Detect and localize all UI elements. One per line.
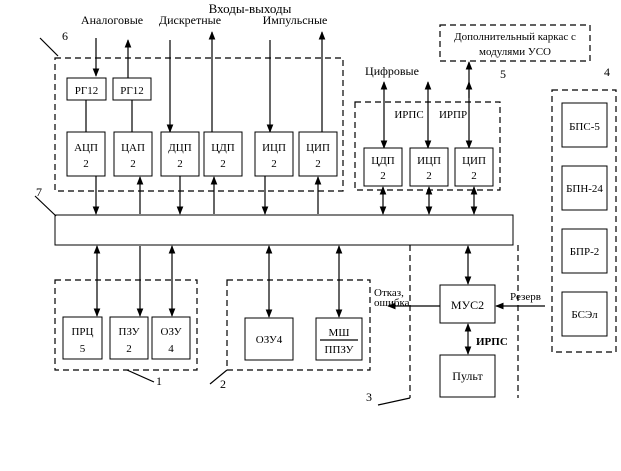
msh-label: МШ (329, 327, 350, 339)
dac-count: 2 (130, 158, 136, 170)
reserve-label: Резерв (510, 291, 541, 303)
group-6-leader (39, 37, 59, 57)
tsip-count-1: 2 (315, 158, 321, 170)
irps-bold-label: ИРПС (476, 336, 508, 348)
group-2-leader (209, 369, 228, 385)
pzu-label: ПЗУ (119, 326, 140, 338)
pult-label: Пульт (452, 369, 483, 383)
digital-label: Цифровые (365, 64, 419, 78)
ozu4-box-a (151, 316, 191, 360)
mus2-label: МУС2 (451, 298, 484, 312)
bpn-label: БПН-24 (566, 183, 603, 195)
tsdp-label-1: ЦДП (211, 142, 234, 154)
bpr-label: БПР-2 (570, 246, 600, 258)
itsp-count-2: 2 (426, 170, 432, 182)
group-2-frame (226, 279, 371, 371)
dtsp-label: ДЦП (168, 142, 191, 154)
group-4-frame (551, 89, 617, 353)
bsel-box (561, 291, 608, 337)
group-3-number: 3 (366, 390, 372, 404)
irps-top-label: ИРПС (394, 109, 423, 121)
itsp-count-1: 2 (271, 158, 277, 170)
mus2-box (439, 284, 496, 324)
group-1-number: 1 (156, 374, 162, 388)
tsip-count-2: 2 (471, 170, 477, 182)
group-3-leader (377, 397, 411, 406)
bps-label: БПС-5 (569, 121, 600, 133)
itsp-box-1 (254, 131, 294, 177)
itsp-box-2 (409, 147, 449, 187)
extra-frame-box (439, 24, 591, 62)
bpn-box (561, 165, 608, 211)
tsdp-box-2 (363, 147, 403, 187)
pzu-box (109, 316, 149, 360)
bps-box (561, 102, 608, 148)
group-2-number: 2 (220, 377, 226, 391)
pult-box (439, 354, 496, 398)
error-label: ошибка (374, 297, 410, 309)
group-7-number: 7 (36, 185, 42, 199)
bpr-box (561, 228, 608, 274)
fault-label: Отказ, (374, 287, 404, 299)
adc-box (66, 131, 106, 177)
tsip-label-2: ЦИП (462, 155, 486, 167)
ppzu-label: ППЗУ (325, 344, 354, 356)
pzu-count: 2 (126, 343, 132, 355)
prts-box (62, 316, 103, 360)
tsdp-count-1: 2 (220, 158, 226, 170)
io-title: Входы-выходы (209, 1, 292, 16)
ozu4-box-b (244, 317, 294, 361)
group-7-leader (34, 195, 57, 217)
dtsp-count: 2 (177, 158, 183, 170)
tsdp-label-2: ЦДП (371, 155, 394, 167)
dac-label: ЦАП (121, 142, 145, 154)
extra-frame-line1: Дополнительный каркас с (454, 31, 576, 43)
system-bus (54, 214, 514, 246)
prts-count: 5 (80, 343, 86, 355)
prts-label: ПРЦ (71, 326, 93, 338)
ozu-label-a: ОЗУ (161, 326, 182, 338)
adc-label: АЦП (74, 142, 98, 154)
pulse-label: Импульсные (263, 13, 328, 27)
group-1-leader (126, 369, 155, 383)
rg12-label-1: РГ12 (75, 85, 98, 97)
bsel-label: БСЭл (571, 309, 598, 321)
group-1-frame (54, 279, 198, 371)
adc-count: 2 (83, 158, 89, 170)
itsp-label-2: ИЦП (417, 155, 441, 167)
ozu4-label-b: ОЗУ4 (256, 334, 283, 346)
group-6-number: 6 (62, 29, 68, 43)
itsp-label-1: ИЦП (262, 142, 286, 154)
tsip-label-1: ЦИП (306, 142, 330, 154)
group-4-number: 4 (604, 65, 610, 79)
group-6-frame (54, 57, 344, 192)
tsdp-box-1 (203, 131, 243, 177)
irpr-label: ИРПР (439, 109, 467, 121)
rg12-label-2: РГ12 (120, 85, 143, 97)
dac-box (113, 131, 153, 177)
dtsp-box (160, 131, 200, 177)
ozu-count-a: 4 (168, 343, 174, 355)
discrete-label: Дискретные (159, 13, 221, 27)
tsdp-count-2: 2 (380, 170, 386, 182)
analog-label: Аналоговые (81, 13, 143, 27)
msh-ppzu-box (315, 317, 363, 361)
tsip-box-2 (454, 147, 494, 187)
group-5-number: 5 (500, 67, 506, 81)
tsip-box-1 (298, 131, 338, 177)
extra-frame-line2: модулями УСО (479, 46, 551, 58)
